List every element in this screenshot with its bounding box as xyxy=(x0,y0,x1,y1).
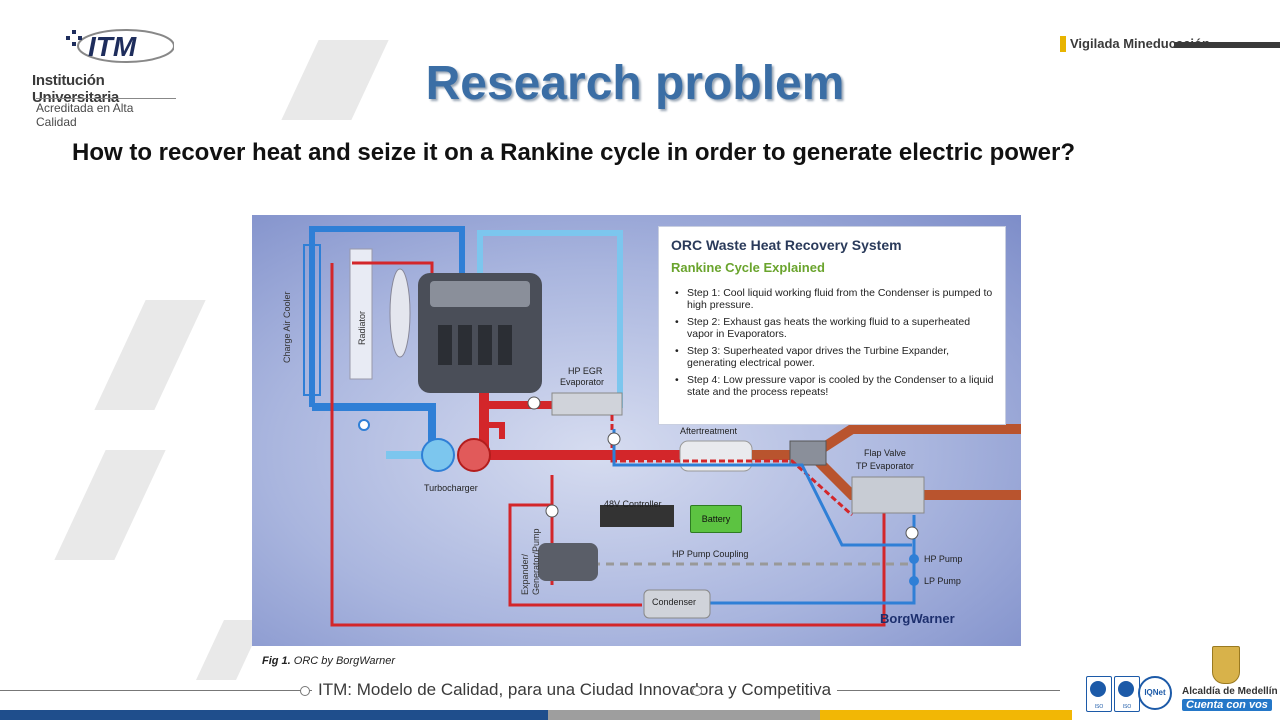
turbocharger-turbine xyxy=(457,438,491,472)
vigilada-bar xyxy=(1060,36,1066,52)
certification-seal: ISO xyxy=(1114,676,1140,712)
footer-bar-gray xyxy=(548,710,820,720)
lp-pump-icon xyxy=(909,576,919,586)
charge-air-pipe xyxy=(312,403,436,455)
charge-air-cooler xyxy=(303,244,321,396)
tp-evaporator xyxy=(851,476,925,514)
research-question: How to recover heat and seize it on a Ra… xyxy=(72,139,1075,166)
evaporator-label: Evaporator xyxy=(560,377,605,387)
info-box-title: ORC Waste Heat Recovery System xyxy=(671,237,902,253)
figure-caption: Fig 1. ORC by BorgWarner xyxy=(262,655,395,667)
background-slash xyxy=(94,300,206,410)
footer-bar-yellow xyxy=(820,710,1072,720)
borgwarner-logo: BorgWarner xyxy=(880,611,955,626)
medellin-shield-icon xyxy=(1212,646,1240,684)
aftertreatment-label: Aftertreatment xyxy=(680,426,738,436)
hp-pump-label: HP Pump xyxy=(924,554,963,564)
svg-text:ITM: ITM xyxy=(88,31,137,62)
vapor-line xyxy=(330,263,886,627)
turbocharger-label: Turbocharger xyxy=(424,483,478,493)
valve-icon xyxy=(905,526,919,540)
valve-icon xyxy=(527,396,541,410)
engine-top xyxy=(430,281,530,307)
figure-caption-text: ORC by BorgWarner xyxy=(293,655,396,667)
city-slogan: Cuenta con vos xyxy=(1182,699,1272,711)
orc-info-box: ORC Waste Heat Recovery System Rankine C… xyxy=(659,227,1005,424)
info-box-subtitle: Rankine Cycle Explained xyxy=(671,260,825,275)
controller xyxy=(600,505,674,527)
flap-valve xyxy=(789,440,827,466)
orc-diagram xyxy=(303,226,1021,627)
exhaust-outlet-pipe xyxy=(752,424,1021,460)
step-item: Step 4: Low pressure vapor is cooled by … xyxy=(675,374,995,398)
tp-evaporator-label: TP Evaporator xyxy=(856,461,914,471)
turbocharger-compressor xyxy=(421,438,455,472)
vapor-line xyxy=(352,261,434,273)
lp-pump-label: LP Pump xyxy=(924,576,961,586)
generator-label: Generator/Pump xyxy=(531,528,541,595)
expander-generator xyxy=(538,543,598,581)
flap-valve-label: Flap Valve xyxy=(864,448,906,458)
vigilada-tail xyxy=(1174,42,1280,48)
condenser xyxy=(643,589,711,619)
valve-icon xyxy=(607,432,621,446)
logo-institution-text: Institución Universitaria xyxy=(32,72,119,106)
certification-seal: ISO xyxy=(1086,676,1112,712)
steps-list: Step 1: Cool liquid working fluid from t… xyxy=(659,287,1005,403)
fan-icon xyxy=(389,268,411,358)
hp-egr-label: HP EGR xyxy=(568,366,603,376)
radiator xyxy=(349,248,373,380)
vigilada-badge: Vigilada Mineducación xyxy=(1060,34,1280,56)
cold-fluid-line xyxy=(612,429,912,547)
hp-coupling-label: HP Pump Coupling xyxy=(672,549,749,559)
radiator-label: Radiator xyxy=(357,310,367,345)
itm-logo: ITM Institución Universitaria Acreditada… xyxy=(28,24,188,129)
slide-title: Research problem xyxy=(425,57,845,110)
egr-pipe xyxy=(484,422,505,439)
logo-accreditation-text: Acreditada en Alta Calidad xyxy=(36,98,176,129)
hp-egr-evaporator xyxy=(551,392,623,416)
sensor-icon xyxy=(358,419,370,431)
step-item: Step 3: Superheated vapor drives the Tur… xyxy=(675,345,995,369)
footer-bar-blue xyxy=(0,710,548,720)
working-fluid-line xyxy=(508,503,642,607)
charge-air-cooler-label: Charge Air Cooler xyxy=(282,291,292,363)
footer-dot xyxy=(692,686,702,696)
step-item: Step 1: Cool liquid working fluid from t… xyxy=(675,287,995,311)
valve-icon xyxy=(545,504,559,518)
itm-logo-icon: ITM xyxy=(66,29,174,63)
condenser-label: Condenser xyxy=(652,597,697,607)
hp-pump-icon xyxy=(909,554,919,564)
iqnet-seal: IQNet xyxy=(1138,676,1172,710)
background-slash xyxy=(54,450,166,560)
step-item: Step 2: Exhaust gas heats the working fl… xyxy=(675,316,995,340)
city-name: Alcaldía de Medellín xyxy=(1182,686,1278,697)
engine-cylinders xyxy=(438,325,512,365)
battery: Battery xyxy=(690,505,742,533)
figure-caption-prefix: Fig 1. xyxy=(262,655,291,667)
controller-label: 48V Controller xyxy=(604,499,662,509)
cold-fluid-line xyxy=(710,515,916,605)
footer-dot xyxy=(300,686,310,696)
expander-label: Expander/ xyxy=(520,553,530,595)
footer-motto: ITM: Modelo de Calidad, para una Ciudad … xyxy=(312,680,838,700)
charge-air-pipe xyxy=(309,226,465,407)
orc-diagram-figure: Charge Air Cooler Radiator HP EGR Evapor… xyxy=(252,215,1021,646)
